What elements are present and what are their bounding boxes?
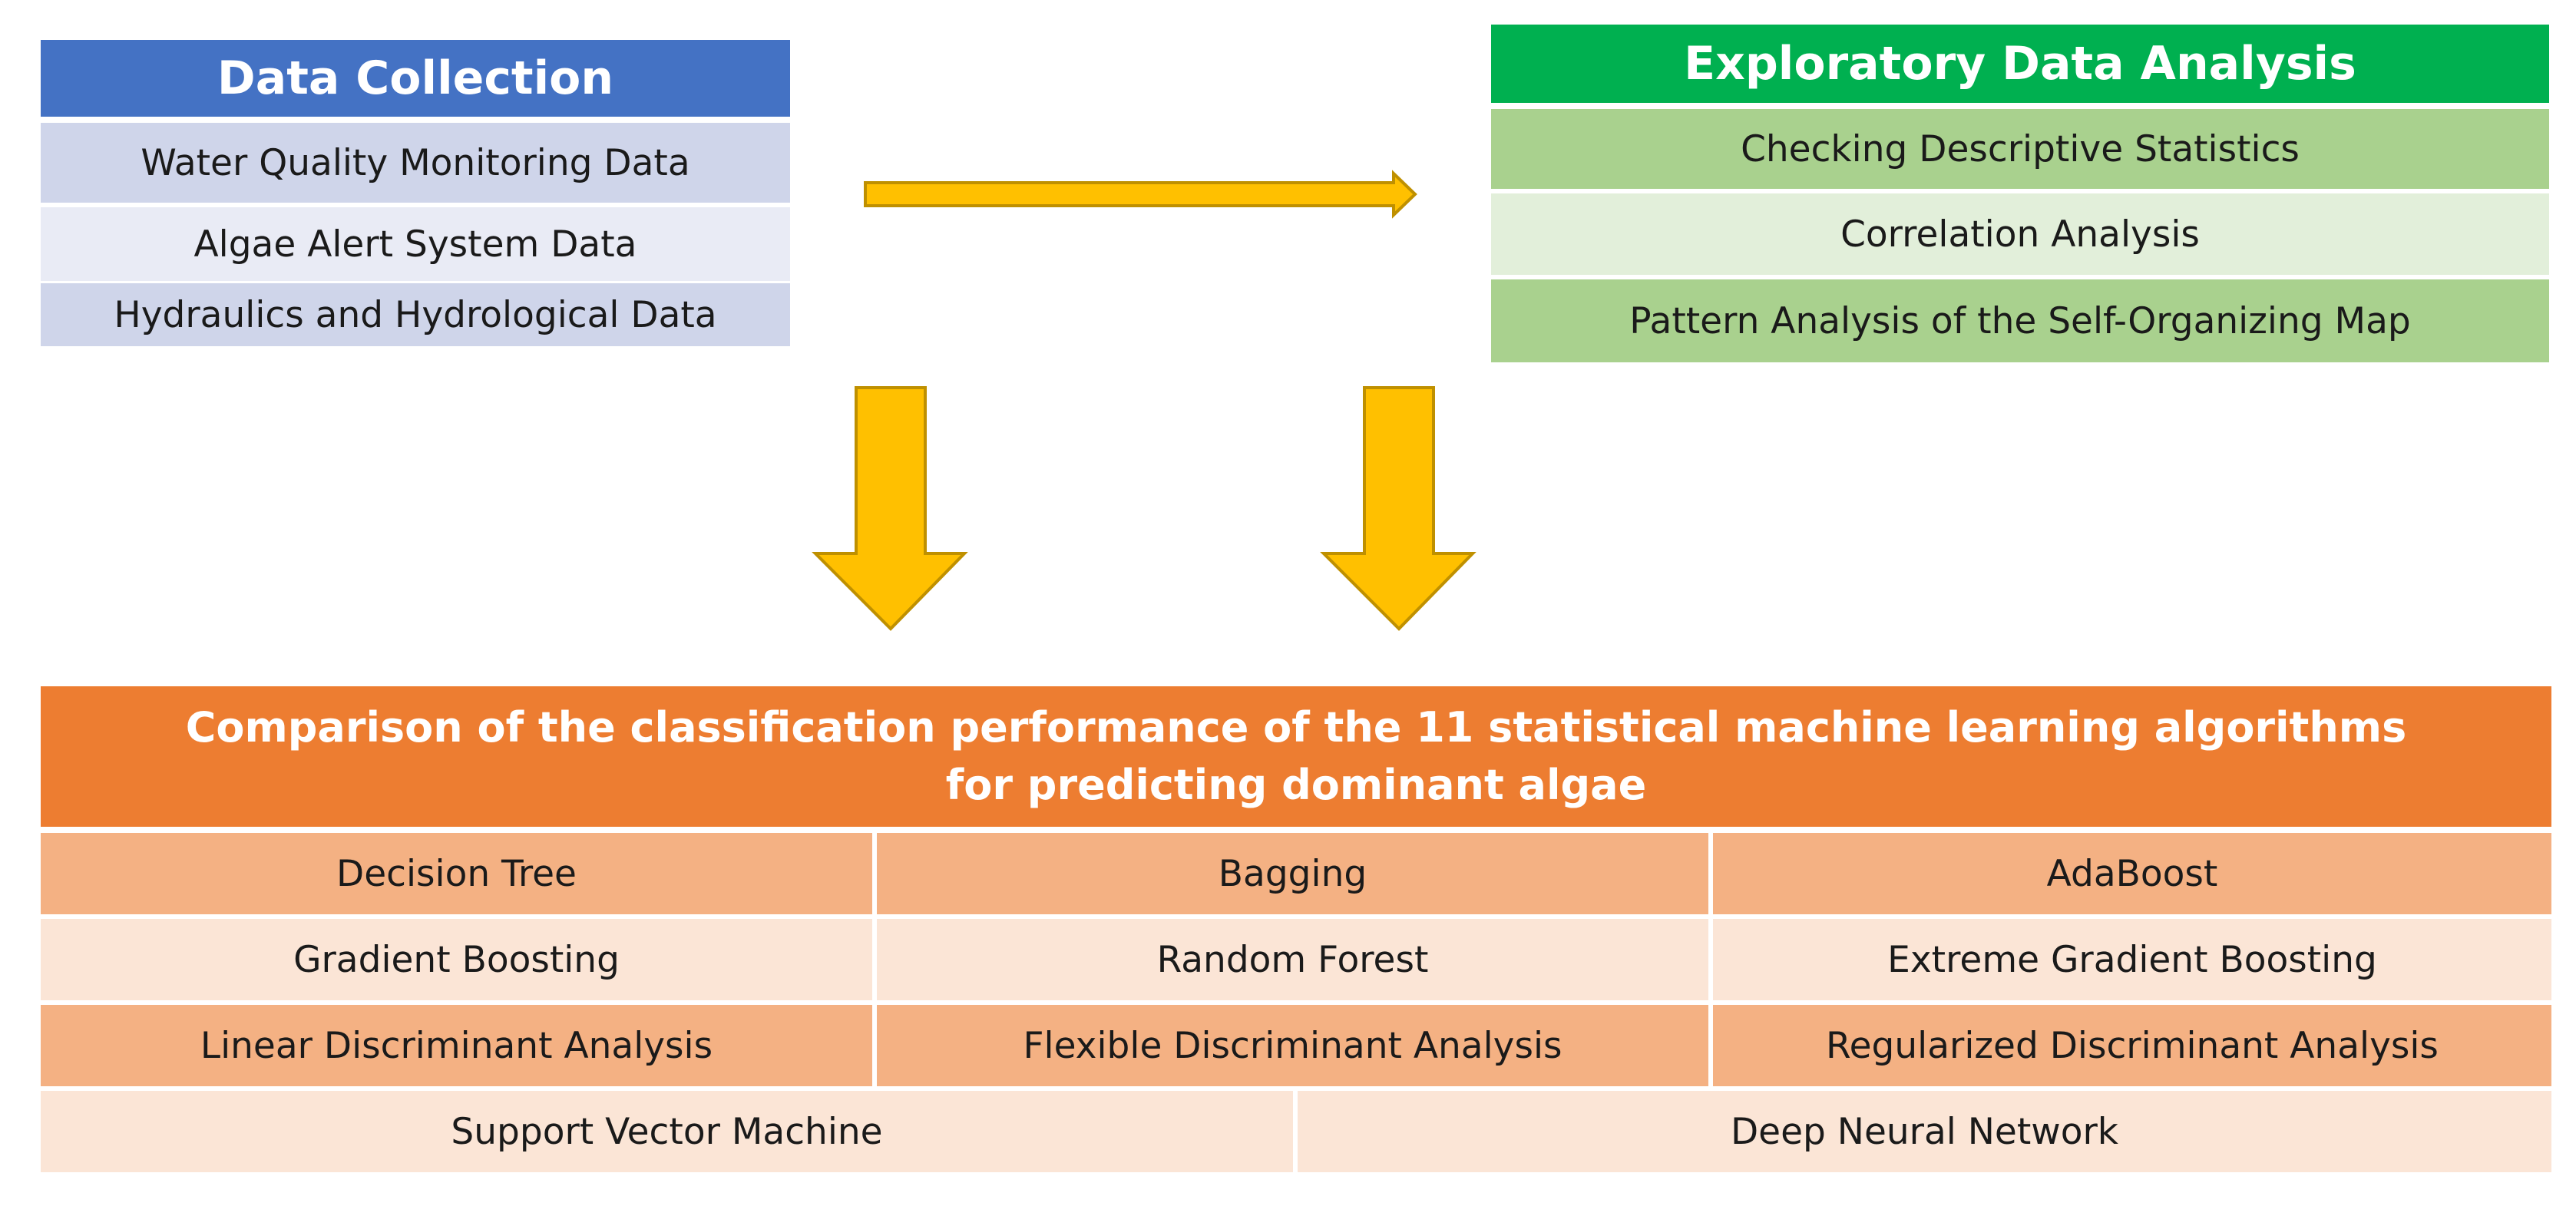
algorithm-cell: Linear Discriminant Analysis (41, 1005, 872, 1086)
algorithm-cell: Decision Tree (41, 833, 872, 914)
algorithm-cell: Bagging (877, 833, 1708, 914)
data-collection-item: Algae Alert System Data (41, 207, 790, 281)
algorithm-cell: Extreme Gradient Boosting (1713, 919, 2551, 1000)
data-collection-item: Hydraulics and Hydrological Data (41, 283, 790, 346)
eda-title: Exploratory Data Analysis (1491, 25, 2549, 103)
data-collection-item: Water Quality Monitoring Data (41, 123, 790, 203)
comparison-title: Comparison of the classification perform… (41, 686, 2551, 827)
algorithm-cell: Random Forest (877, 919, 1708, 1000)
comparison-title-line2: for predicting dominant algae (945, 760, 1647, 809)
algorithm-cell: Flexible Discriminant Analysis (877, 1005, 1708, 1086)
eda-item: Correlation Analysis (1491, 193, 2549, 275)
eda-item: Pattern Analysis of the Self-Organizing … (1491, 279, 2549, 362)
comparison-title-line1: Comparison of the classification perform… (185, 702, 2407, 752)
algorithm-cell: AdaBoost (1713, 833, 2551, 914)
algorithm-cell: Deep Neural Network (1298, 1091, 2551, 1172)
eda-item: Checking Descriptive Statistics (1491, 109, 2549, 189)
data-collection-title: Data Collection (41, 40, 790, 117)
right-arrow-icon (864, 170, 1417, 219)
algorithm-cell: Support Vector Machine (41, 1091, 1293, 1172)
down-arrow-icon (1320, 386, 1476, 631)
algorithm-cell: Regularized Discriminant Analysis (1713, 1005, 2551, 1086)
down-arrow-icon (812, 386, 968, 631)
algorithm-cell: Gradient Boosting (41, 919, 872, 1000)
